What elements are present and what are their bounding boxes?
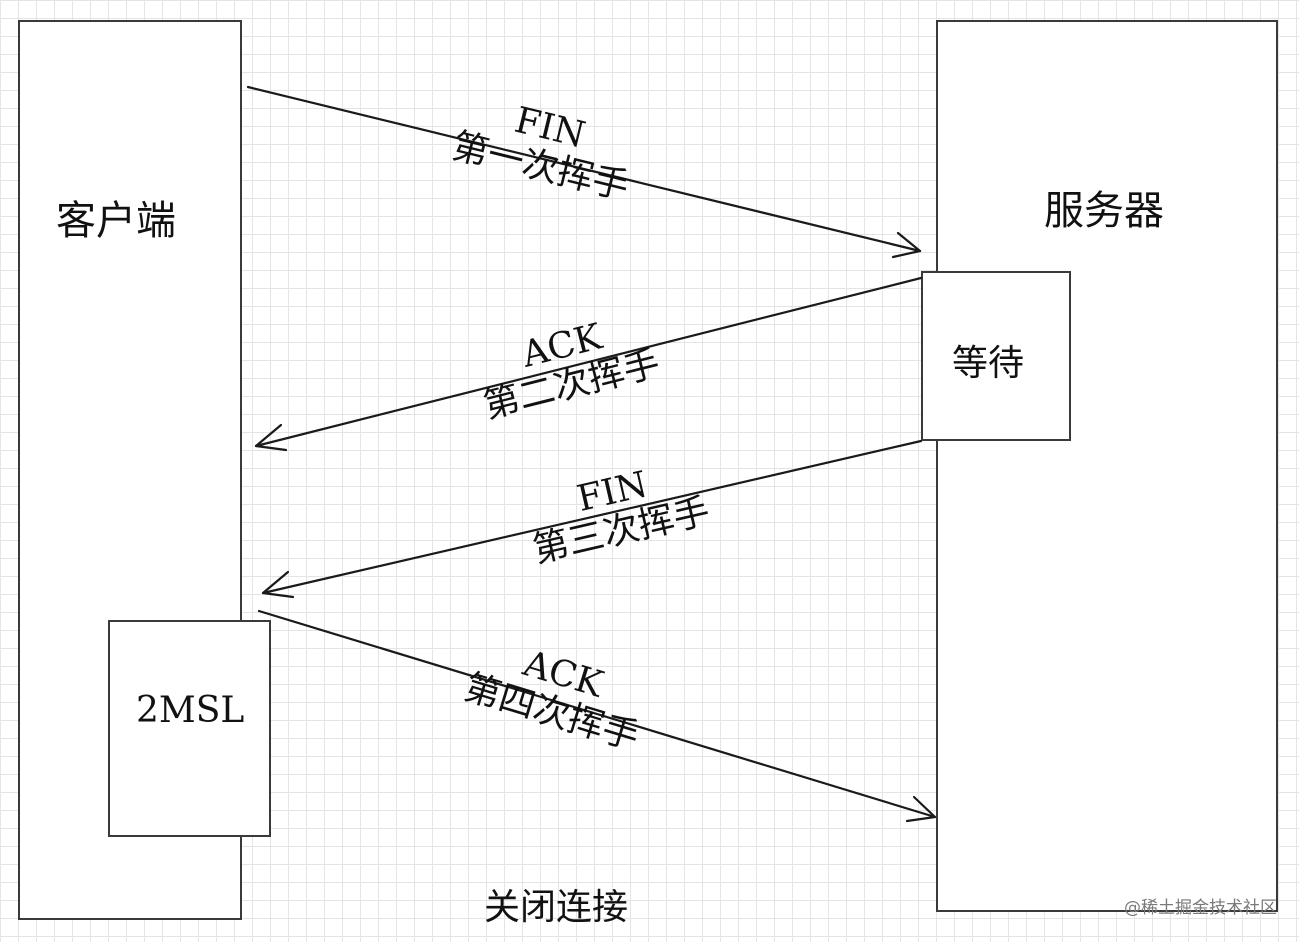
arrow-3 — [261, 439, 923, 599]
client-label: 客户端 — [56, 198, 176, 244]
timer-box — [108, 620, 271, 837]
arrow-4 — [257, 609, 937, 823]
server-box — [936, 20, 1278, 912]
arrow-2 — [254, 276, 923, 452]
wait-box — [921, 271, 1071, 441]
watermark: @稀土掘金技术社区 — [1124, 898, 1277, 918]
timer-label: 2MSL — [136, 690, 245, 731]
arrow-1 — [246, 85, 922, 259]
server-label: 服务器 — [1044, 188, 1164, 234]
close-connection-label: 关闭连接 — [484, 887, 629, 928]
wait-label: 等待 — [952, 343, 1025, 384]
